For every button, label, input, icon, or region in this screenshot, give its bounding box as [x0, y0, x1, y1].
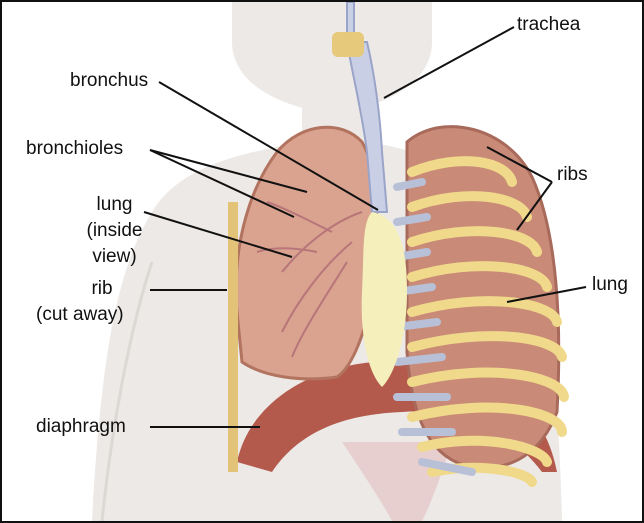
- label-diaphragm: diaphragm: [36, 416, 126, 438]
- label-lung-inside-line3: view): [82, 246, 147, 268]
- label-ribs: ribs: [557, 164, 588, 186]
- label-lung-right: lung: [592, 274, 628, 296]
- label-bronchus: bronchus: [70, 70, 148, 92]
- label-lung-inside-line2: (inside: [82, 220, 147, 242]
- label-rib-line1: rib: [62, 278, 142, 300]
- label-lung-inside-line1: lung: [82, 194, 147, 216]
- label-bronchioles: bronchioles: [26, 138, 123, 160]
- rib-cut-shape: [228, 202, 238, 472]
- label-trachea: trachea: [517, 14, 580, 36]
- label-rib-line2: (cut away): [36, 304, 124, 326]
